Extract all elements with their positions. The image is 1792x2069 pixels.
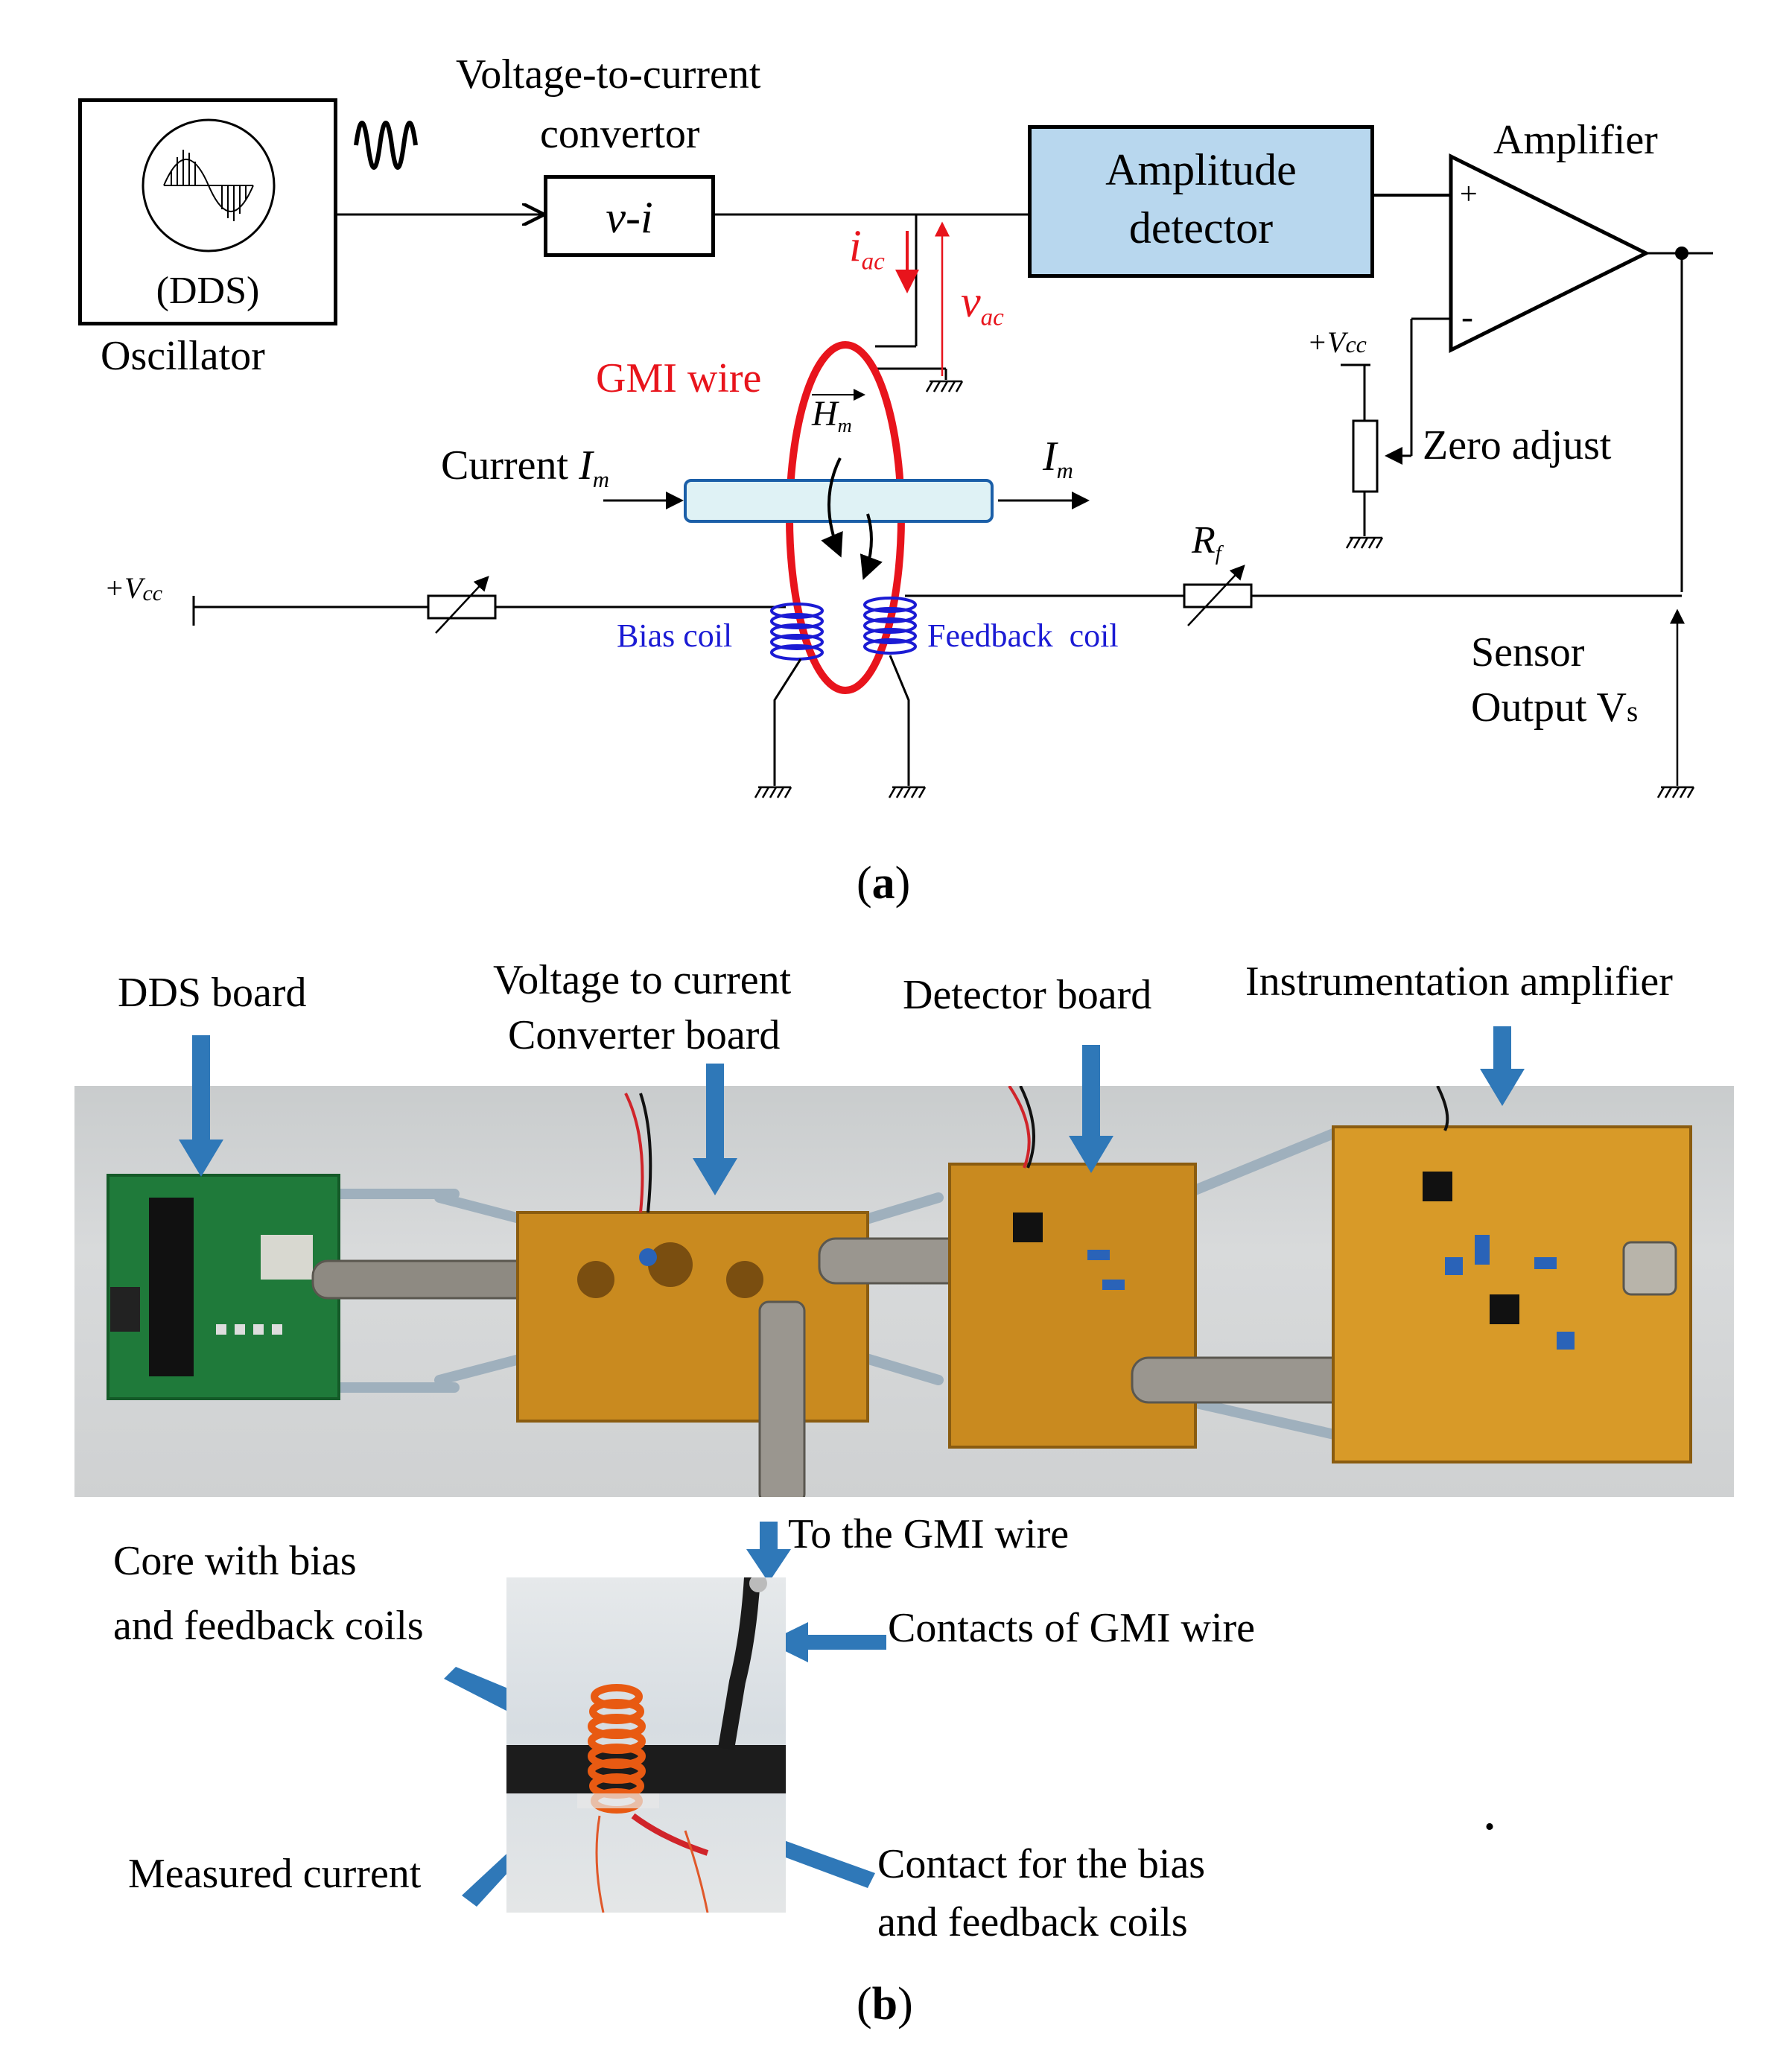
current-in-label: Current Im bbox=[441, 445, 609, 492]
measured-current-label: Measured current bbox=[128, 1851, 422, 1897]
oscillator-box: (DDS) bbox=[78, 98, 337, 325]
current-in-sub: m bbox=[592, 466, 609, 492]
vi-board-line1: Voltage to current bbox=[493, 957, 792, 1003]
bias-coil-icon bbox=[770, 603, 824, 661]
caption-b-close: ) bbox=[897, 1979, 913, 2030]
feedback-resistor-rf bbox=[1183, 583, 1253, 608]
caption-b: (b) bbox=[857, 1981, 913, 2027]
current-out-main: I bbox=[1043, 433, 1057, 480]
vi-title-line2: convertor bbox=[540, 111, 700, 157]
contact-coils-line2: and feedback coils bbox=[877, 1899, 1188, 1945]
vcc-right-prefix: +V bbox=[1307, 325, 1346, 359]
zero-adjust-resistor bbox=[1352, 419, 1379, 493]
vi-box-label: v-i bbox=[606, 193, 653, 242]
amplifier-label: Amplifier bbox=[1493, 117, 1658, 163]
vcc-right-label: +Vcc bbox=[1307, 328, 1367, 357]
amplifier-triangle bbox=[1449, 153, 1650, 354]
stray-dot: . bbox=[1484, 1793, 1495, 1839]
vcc-right-sub: cc bbox=[1345, 331, 1367, 357]
oscillator-label: Oscillator bbox=[101, 333, 265, 379]
vcc-left-prefix: +V bbox=[104, 571, 143, 605]
hm-label: Hm bbox=[812, 396, 852, 436]
vcc-left-sub: cc bbox=[142, 581, 163, 606]
amp-detector-line2: detector bbox=[1128, 203, 1274, 252]
vac-main: v bbox=[961, 277, 981, 326]
oscillator-dial-icon bbox=[142, 118, 276, 252]
current-out-sub: m bbox=[1056, 457, 1073, 483]
hm-sub: m bbox=[837, 414, 852, 437]
detector-board bbox=[948, 1163, 1197, 1449]
sensor-output-line1: Sensor bbox=[1471, 629, 1585, 676]
to-gmi-label: To the GMI wire bbox=[788, 1511, 1070, 1557]
oscillator-inner-label: (DDS) bbox=[156, 270, 260, 312]
ground-icon bbox=[925, 380, 964, 392]
sensor-output-sub: s bbox=[1627, 696, 1639, 728]
core-drawing bbox=[506, 1577, 786, 1913]
vi-board-line2: Converter board bbox=[508, 1012, 781, 1058]
hm-main: H bbox=[812, 394, 838, 433]
dds-board bbox=[107, 1174, 340, 1400]
caption-a-close: ) bbox=[895, 858, 911, 909]
vi-board bbox=[516, 1211, 869, 1423]
boards-drawing bbox=[107, 1086, 1692, 1497]
rf-sub: f bbox=[1215, 542, 1221, 565]
caption-b-open: ( bbox=[857, 1979, 872, 2030]
current-in-main: I bbox=[579, 442, 593, 489]
rf-main: R bbox=[1192, 519, 1216, 562]
ground-icon bbox=[754, 786, 792, 798]
instr-amp-label: Instrumentation amplifier bbox=[1245, 959, 1673, 1005]
amp-detector-line1: Amplitude bbox=[1105, 145, 1297, 194]
ground-icon bbox=[888, 786, 927, 798]
vi-title-line1: Voltage-to-current bbox=[456, 51, 761, 98]
amplitude-detector-box: Amplitude detector bbox=[1028, 125, 1374, 278]
sensor-output-text: Output V bbox=[1471, 684, 1627, 731]
core-coils-line1: Core with bias bbox=[113, 1538, 357, 1584]
amplifier-plus: + bbox=[1460, 177, 1478, 212]
caption-a: (a) bbox=[857, 860, 910, 906]
vac-label: vac bbox=[961, 279, 1004, 331]
bias-coil-label: Bias coil bbox=[617, 617, 733, 654]
current-conductor bbox=[684, 479, 994, 523]
vi-converter-box: v-i bbox=[544, 175, 715, 257]
rf-label: Rf bbox=[1192, 521, 1221, 565]
iac-sub: ac bbox=[861, 248, 885, 276]
detector-board-label: Detector board bbox=[903, 972, 1152, 1018]
caption-a-open: ( bbox=[857, 858, 872, 909]
boards-photo bbox=[74, 1086, 1734, 1497]
schematic-wires bbox=[192, 121, 1713, 798]
arrow-to-gmi bbox=[746, 1522, 791, 1583]
current-out-label: Im bbox=[1043, 436, 1073, 483]
vcc-left-label: +Vcc bbox=[104, 573, 162, 605]
feedback-coil-label: Feedback coil bbox=[927, 617, 1119, 654]
zero-adjust-label: Zero adjust bbox=[1423, 422, 1612, 468]
current-in-prefix: Current bbox=[441, 442, 569, 489]
amplifier-minus: - bbox=[1461, 297, 1473, 337]
iac-label: iac bbox=[849, 223, 885, 275]
sine-wave-icon bbox=[354, 121, 418, 170]
caption-a-letter: a bbox=[871, 858, 895, 909]
gmi-wire-label: GMI wire bbox=[596, 355, 762, 401]
bias-variable-resistor bbox=[427, 594, 497, 620]
caption-b-letter: b bbox=[871, 1979, 898, 2030]
dds-board-label: DDS board bbox=[118, 970, 307, 1016]
sensor-output-line2: Output Vs bbox=[1471, 687, 1638, 728]
contact-coils-line1: Contact for the bias bbox=[877, 1841, 1206, 1887]
core-photo bbox=[506, 1577, 786, 1913]
feedback-coil-icon bbox=[863, 597, 917, 655]
ground-icon bbox=[1656, 786, 1695, 798]
contacts-gmi-label: Contacts of GMI wire bbox=[888, 1605, 1256, 1651]
ground-icon bbox=[1345, 536, 1384, 549]
vac-sub: ac bbox=[980, 304, 1004, 331]
iac-main: i bbox=[849, 221, 862, 270]
core-coils-line2: and feedback coils bbox=[113, 1603, 424, 1649]
